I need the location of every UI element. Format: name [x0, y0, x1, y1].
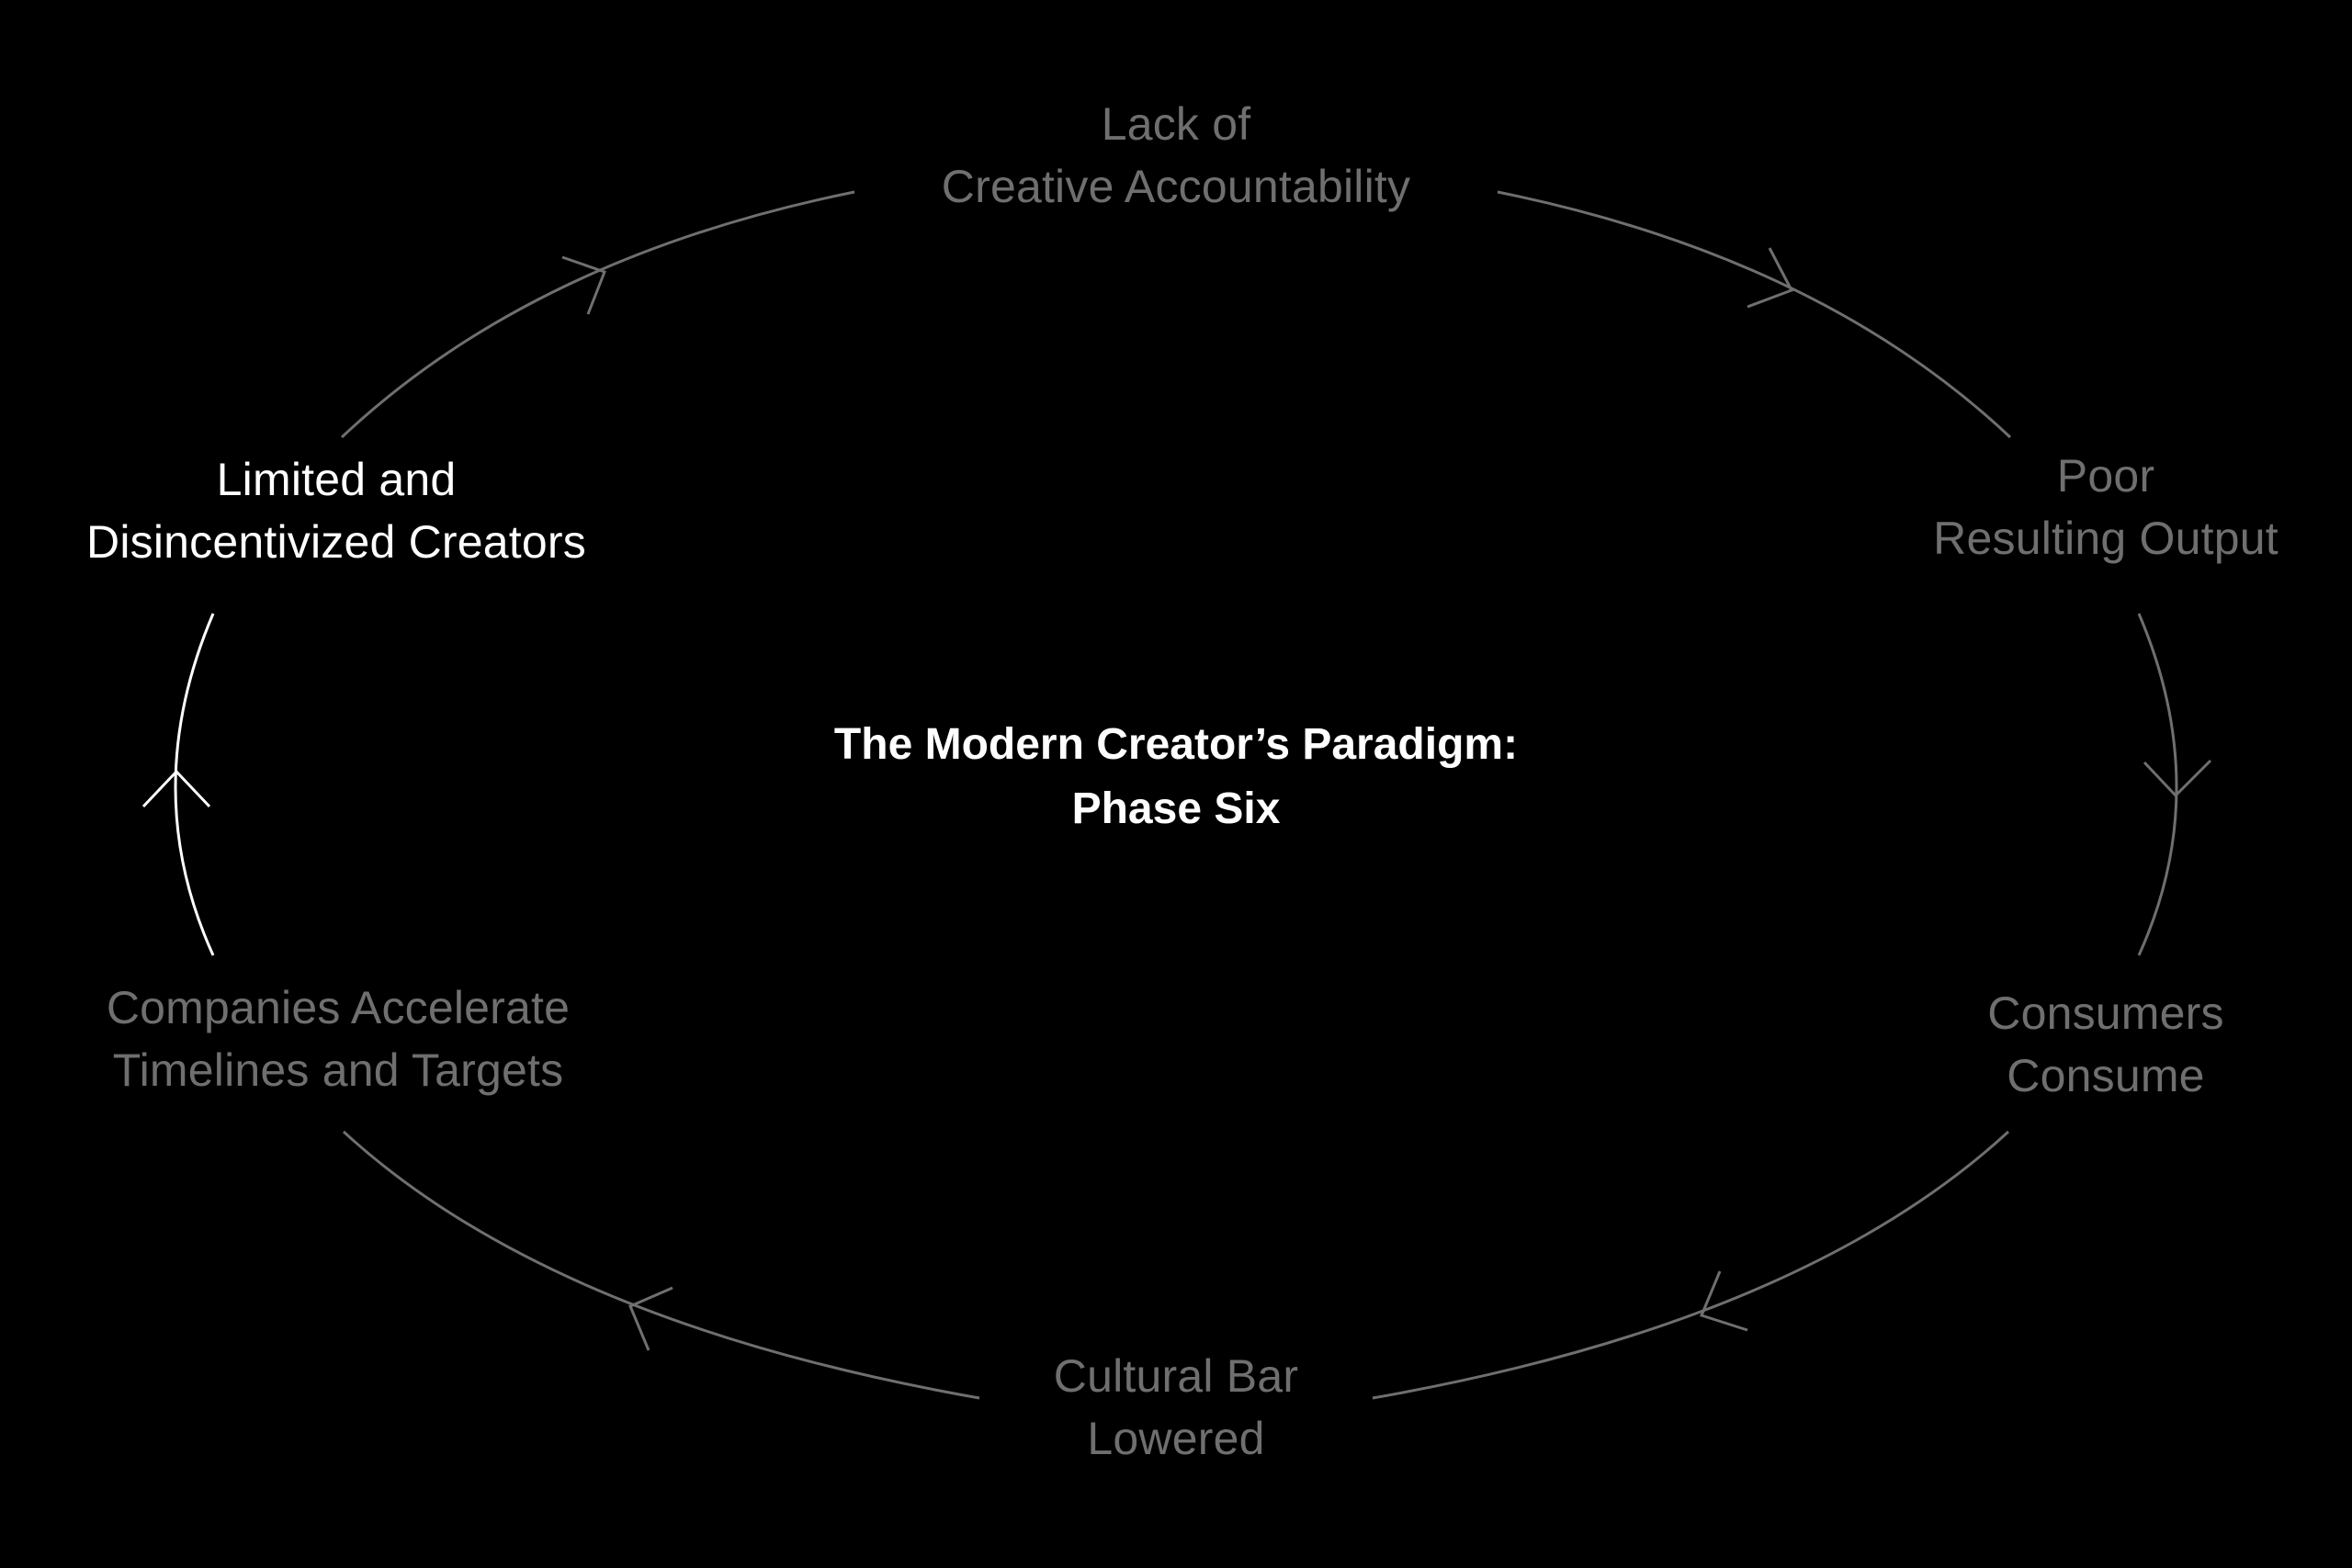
node-label-line1: Companies Accelerate: [106, 982, 571, 1033]
node-label-line2: Creative Accountability: [941, 161, 1411, 212]
node-label-line1: Lack of: [1101, 98, 1251, 150]
node-resulting-output: Poor Resulting Output: [1933, 445, 2278, 570]
diagram-title: The Modern Creator’s Paradigm: Phase Six: [834, 713, 1518, 841]
arrow-head-icon: [2143, 759, 2212, 798]
node-disincentivized-creators: Limited and Disincentivized Creators: [86, 448, 586, 573]
node-companies-accelerate: Companies Accelerate Timelines and Targe…: [107, 976, 570, 1101]
diagram-title-line1: The Modern Creator’s Paradigm:: [833, 720, 1519, 769]
node-label-line1: Consumers: [1987, 987, 2224, 1039]
node-label-line2: Timelines and Targets: [112, 1044, 564, 1096]
node-label-line2: Resulting Output: [1933, 513, 2278, 564]
diagram-title-line2: Phase Six: [1071, 784, 1281, 833]
arc-companies-to-creators: [141, 613, 215, 956]
node-label-line2: Disincentivized Creators: [86, 516, 586, 568]
node-consumers-consume: Consumers Consume: [1987, 982, 2223, 1107]
arc-culture-to-companies: [342, 1130, 980, 1400]
arc-accountability-to-output: [1497, 190, 2012, 439]
arrow-head-icon: [141, 769, 211, 808]
node-label-line1: Limited and: [216, 454, 457, 505]
arrow-head-icon: [1747, 247, 1794, 309]
arc-consumers-to-culture: [1372, 1130, 2010, 1400]
node-label-line1: Cultural Bar: [1053, 1350, 1299, 1402]
node-cultural-bar: Cultural Bar Lowered: [1054, 1345, 1298, 1470]
node-label-line1: Poor: [2056, 450, 2155, 502]
arc-creators-to-accountability: [340, 190, 855, 439]
arc-output-to-consumers: [2137, 613, 2212, 956]
node-label-line2: Lowered: [1087, 1413, 1265, 1464]
arrow-head-icon: [628, 1286, 673, 1351]
arrow-head-icon: [1699, 1270, 1748, 1332]
node-creative-accountability: Lack of Creative Accountability: [942, 93, 1410, 218]
arrow-head-icon: [561, 255, 606, 315]
node-label-line2: Consume: [2007, 1050, 2205, 1101]
